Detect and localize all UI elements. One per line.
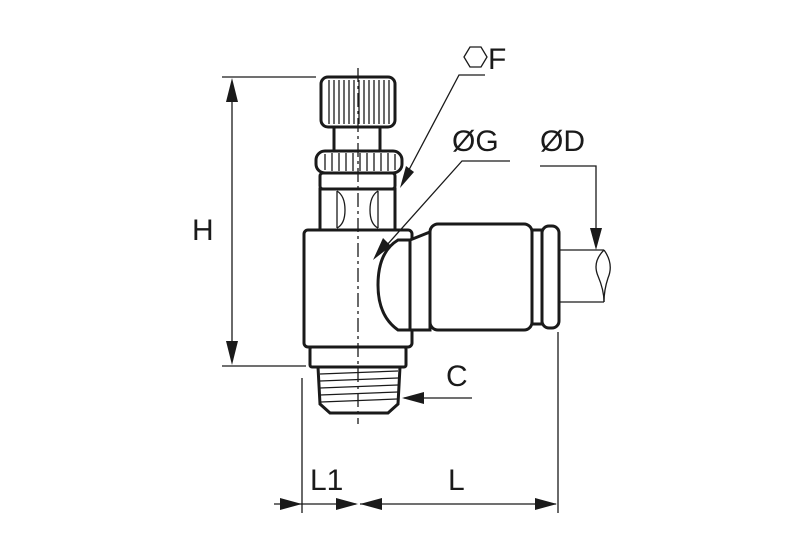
label-d: ØD <box>540 125 585 158</box>
tube <box>559 249 611 303</box>
label-g: ØG <box>452 125 499 158</box>
dimension-l <box>360 332 559 513</box>
label-l: L <box>448 464 465 497</box>
label-c: C <box>446 360 468 393</box>
dimension-l1 <box>274 378 358 513</box>
threaded-stud <box>316 365 402 415</box>
label-h: H <box>192 214 214 247</box>
dimension-c <box>402 392 472 404</box>
label-l1: L1 <box>310 464 343 497</box>
dimension-h <box>222 76 316 367</box>
label-f: F <box>488 43 506 76</box>
dimension-d <box>540 165 602 250</box>
spindle <box>332 125 382 153</box>
lock-nut <box>314 149 404 175</box>
hexagon-icon <box>463 46 488 68</box>
dimension-f <box>400 74 485 188</box>
push-in-cartridge <box>428 222 561 332</box>
dimension-g <box>373 160 510 260</box>
swivel-elbow <box>376 229 432 332</box>
